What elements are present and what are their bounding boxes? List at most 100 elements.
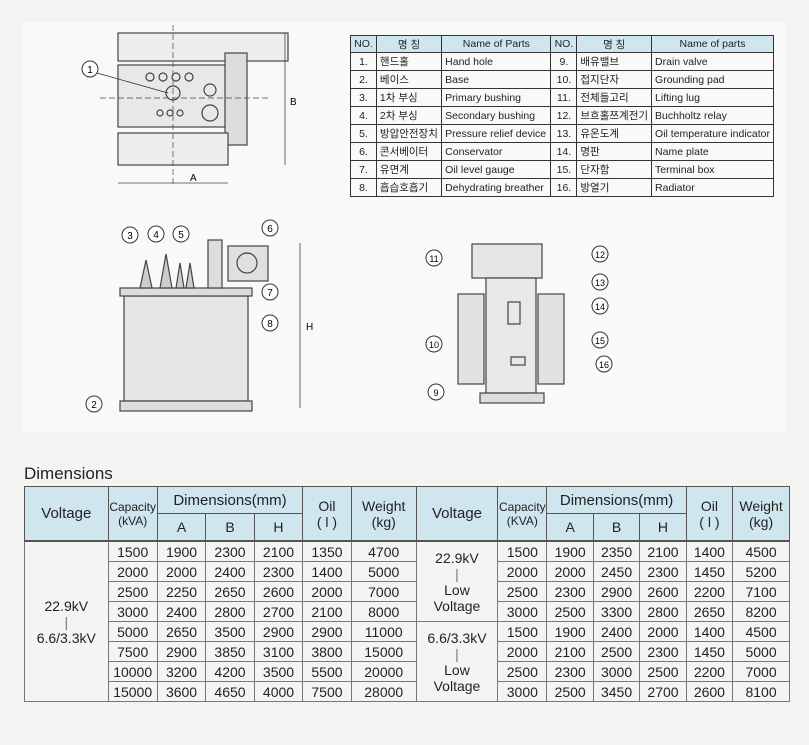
dimensions-cell: 2300 [639,561,687,582]
weight-header: Weight (kg) [350,486,417,542]
parts-cell: 14. [550,142,578,161]
dimensions-cell: 1400 [685,621,734,642]
parts-cell: 15. [550,160,578,179]
parts-cell: 전체들고리 [576,88,653,107]
callout-11: 11 [429,254,438,264]
dimensions-cell: 3600 [156,681,207,702]
capacity-header-label: Capacity [109,499,157,514]
parts-cell: 11. [550,88,578,107]
dimensions-cell: 2600 [253,581,304,602]
dimensions-cell: 2100 [253,540,304,562]
parts-header-kr-name: 명 칭 [375,35,443,53]
parts-header-kr-name-2: 명 칭 [576,35,653,53]
dimensions-cell: 10000 [107,661,158,682]
parts-cell: 방압안전장치 [375,124,443,143]
parts-cell: 접지단자 [576,70,653,89]
parts-cell: Radiator [651,178,774,197]
dimensions-cell: 2400 [205,561,255,582]
dimensions-cell: 4500 [732,540,790,562]
dimensions-cell: 7100 [732,581,790,602]
weight-header-label: Weight [362,497,406,514]
callout-16: 16 [599,360,609,370]
dimensions-cell: 2000 [107,561,158,582]
dimensions-cell: 2350 [592,540,641,562]
parts-cell: Buchholtz relay [651,106,774,125]
parts-cell: 브흐홀쯔계전기 [576,106,653,125]
dimensions-cell: 15000 [107,681,158,702]
dimensions-header-right: Dimensions(mm) [546,486,687,514]
parts-cell: Pressure relief device [441,124,552,143]
voltage-line: Voltage [433,597,481,614]
capacity-header-right-label: Capacity [498,499,546,514]
dimensions-cell: 2300 [546,581,594,602]
dimensions-cell: 15000 [350,641,417,662]
voltage-cell: 22.9kV|6.6/3.3kV [24,540,109,702]
parts-cell: 12. [550,106,578,125]
parts-cell: 흡습호흡기 [375,178,443,197]
dimensions-table: Voltage Capacity (kVA) Dimensions(mm) Oi… [24,486,790,702]
callout-3: 3 [127,231,133,242]
parts-cell: 4. [350,106,377,125]
dimensions-cell: 7000 [350,581,417,602]
dimensions-cell: 4000 [253,681,304,702]
dimensions-cell: 1400 [302,561,352,582]
dimensions-cell: 2400 [592,621,641,642]
dimensions-cell: 2650 [156,621,207,642]
parts-cell: 명판 [576,142,653,161]
dimensions-cell: 1450 [685,641,734,662]
parts-cell: 5. [350,124,377,143]
dimensions-cell: 3500 [253,661,304,682]
parts-cell: Lifting lug [651,88,774,107]
parts-cell: 1차 부싱 [375,88,443,107]
dimensions-cell: 1900 [156,540,207,562]
dimensions-cell: 2500 [497,661,548,682]
dimensions-cell: 3100 [253,641,304,662]
callout-4: 4 [153,230,159,241]
dimensions-cell: 5000 [732,641,790,662]
weight-header-right: Weight (kg) [732,486,790,542]
voltage-line: | [455,565,459,582]
callout-2: 2 [91,400,97,411]
dimensions-cell: 2200 [685,581,734,602]
dimensions-cell: 1400 [685,540,734,562]
callout-1: 1 [87,65,93,76]
dimensions-cell: 2500 [497,581,548,602]
dimensions-cell: 2600 [639,581,687,602]
dimensions-cell: 2100 [546,641,594,662]
dimensions-cell: 2100 [302,601,352,622]
parts-cell: Terminal box [651,160,774,179]
dim-h-label: H [306,322,313,333]
dimensions-cell: 11000 [350,621,417,642]
dimensions-cell: 3000 [107,601,158,622]
dimensions-cell: 3850 [205,641,255,662]
parts-header-en-name: Name of Parts [441,35,552,53]
voltage-line: Voltage [433,677,481,694]
dimensions-cell: 2650 [205,581,255,602]
dimensions-cell: 28000 [350,681,417,702]
parts-header-en-name-2: Name of parts [651,35,774,53]
dimensions-cell: 8100 [732,681,790,702]
dimensions-cell: 2000 [497,561,548,582]
dimensions-cell: 4650 [205,681,255,702]
dimensions-cell: 2900 [253,621,304,642]
voltage-line: 6.6/3.3kV [427,629,487,646]
oil-header-right-label: Oil [700,497,718,514]
dims-header-row-2: A B H A B H [25,513,790,542]
voltage-line: Low [444,661,470,678]
dimensions-cell: 20000 [350,661,417,682]
dim-h-header-right: H [639,513,687,542]
voltage-header: Voltage [24,486,109,542]
oil-header-right-unit: ( l ) [699,513,720,530]
parts-cell: 10. [550,70,578,89]
dimensions-cell: 2700 [639,681,687,702]
dimensions-cell: 2450 [592,561,641,582]
dimensions-cell: 2300 [639,641,687,662]
